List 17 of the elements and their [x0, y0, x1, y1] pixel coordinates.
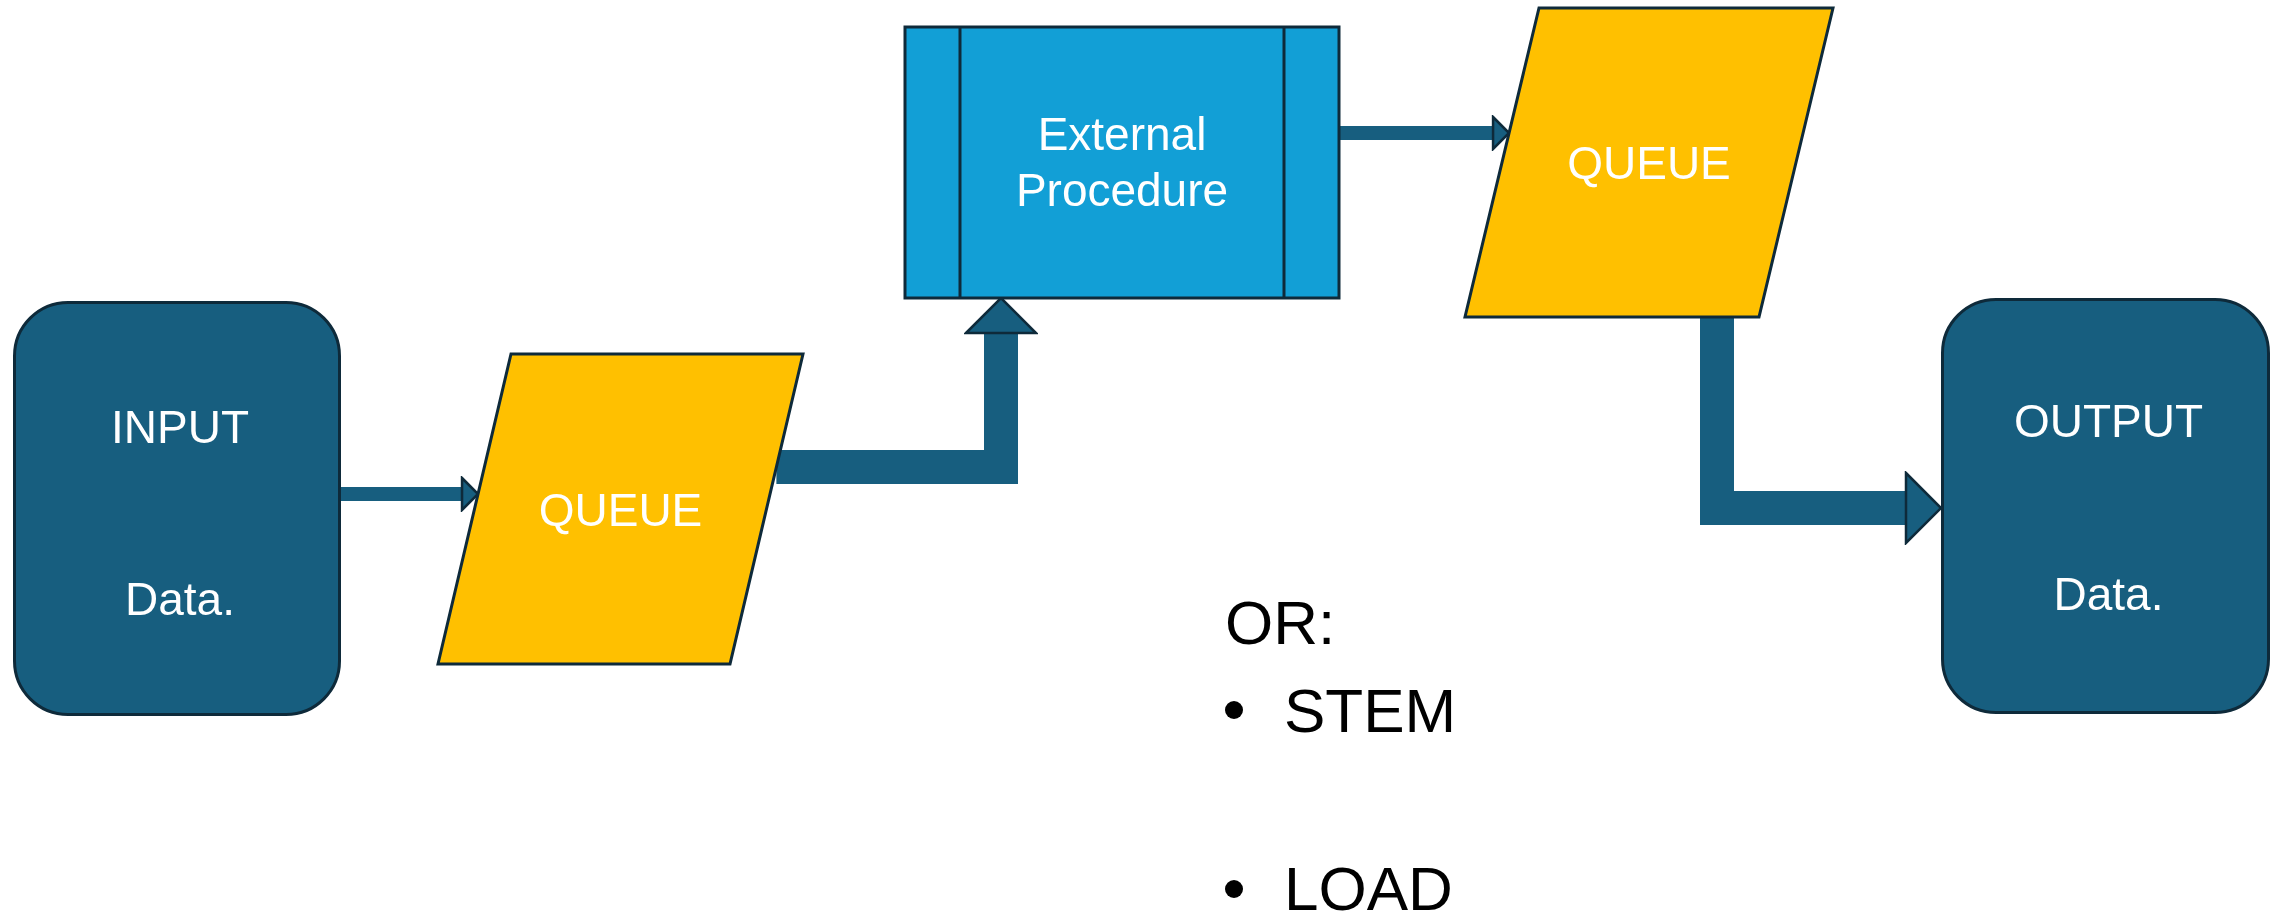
- data-parallelogram: [1465, 8, 1833, 317]
- data-parallelogram: [438, 354, 803, 664]
- body-text: Data.: [125, 572, 235, 627]
- heading-text: INPUT: [111, 400, 249, 455]
- heading-text: OR:: [1225, 591, 1336, 655]
- rounded-terminal-box: [13, 301, 341, 716]
- node-text: QUEUE: [538, 483, 703, 538]
- body-text: Data.: [2053, 567, 2164, 622]
- list-item-text: STEM: [1284, 679, 1457, 743]
- predefined-process-box: [905, 27, 1339, 298]
- list-item-text: LOAD: [1284, 857, 1453, 921]
- rounded-terminal-box: [1941, 298, 2270, 714]
- node-text: QUEUE: [1567, 136, 1731, 191]
- block-arrow: [1339, 115, 1511, 151]
- heading-text: OUTPUT: [2013, 394, 2204, 449]
- node-text: External Procedure: [1014, 107, 1230, 218]
- block-arrow: [1700, 317, 1943, 545]
